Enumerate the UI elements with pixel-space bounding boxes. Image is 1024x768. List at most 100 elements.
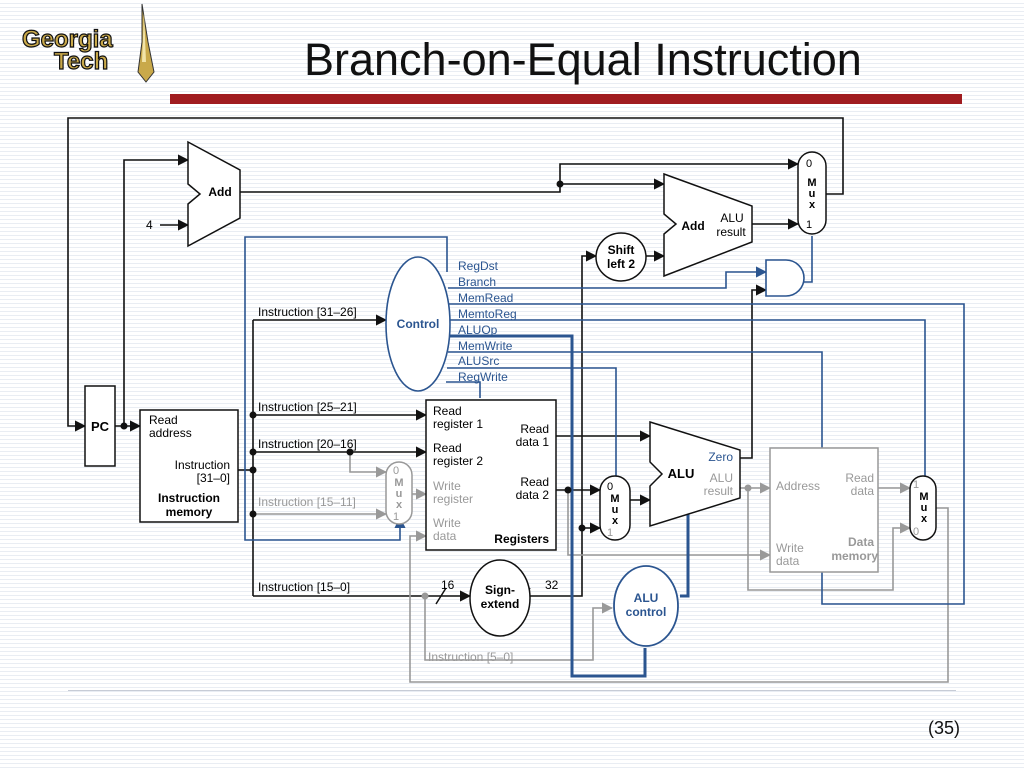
dmem-read: Read bbox=[845, 471, 874, 485]
footer-rule bbox=[68, 690, 956, 691]
regdst-mux-one: 1 bbox=[393, 511, 399, 523]
dmem-name-1: Data bbox=[848, 535, 874, 549]
shift-left-2: Shift left 2 bbox=[595, 232, 647, 282]
dmem-address: Address bbox=[776, 479, 820, 493]
memtoreg-mux-zero: 0 bbox=[913, 526, 919, 538]
imem-bits: [31–0] bbox=[197, 471, 230, 485]
alu-label: ALU bbox=[668, 466, 695, 481]
memtoreg-mux-letter: u bbox=[921, 502, 928, 514]
field-31-26: Instruction [31–26] bbox=[258, 305, 357, 319]
pc-mux-zero: 0 bbox=[806, 158, 812, 170]
and-gate bbox=[765, 259, 805, 297]
alusrc-mux-letter: M bbox=[610, 493, 619, 505]
field-15-11: Instruction [15–11] bbox=[258, 495, 356, 509]
signal-regdst: RegDst bbox=[458, 259, 499, 273]
aluop-wire bbox=[449, 334, 690, 678]
sign-extend-label-1: Sign- bbox=[485, 583, 515, 597]
field-25-21: Instruction [25–21] bbox=[258, 400, 357, 414]
program-counter: PC bbox=[84, 385, 116, 467]
alusrc-mux-one: 1 bbox=[607, 527, 613, 539]
inactive-wires bbox=[253, 452, 949, 683]
memtoreg-mux-one: 1 bbox=[913, 479, 919, 491]
alusrc-mux: 0 M u x 1 bbox=[599, 475, 631, 541]
branch-adder-alu: ALU bbox=[720, 211, 743, 225]
signal-branch: Branch bbox=[458, 275, 496, 289]
sign-extend: Sign- extend 16 32 bbox=[441, 559, 559, 637]
alu-zero-label: Zero bbox=[708, 450, 733, 464]
shift-label-2: left 2 bbox=[607, 257, 635, 271]
imem-name-1: Instruction bbox=[158, 491, 220, 505]
branch-adder-label: Add bbox=[681, 219, 704, 233]
shift-label-1: Shift bbox=[608, 243, 635, 257]
page-number: (35) bbox=[928, 718, 961, 738]
register-file: Read register 1 Read register 2 Write re… bbox=[425, 399, 557, 551]
control-signal-labels: RegDst Branch MemRead MemtoReg ALUOp Mem… bbox=[458, 259, 517, 384]
junction-dots bbox=[120, 180, 752, 600]
regdst-mux-letter: x bbox=[396, 499, 403, 511]
logo-line2: Tech bbox=[54, 48, 108, 75]
reg-read-data-1: data 1 bbox=[516, 435, 550, 449]
sign-extend-in-bits: 16 bbox=[441, 578, 455, 592]
reg-read-data-2: data 2 bbox=[516, 488, 550, 502]
alusrc-mux-zero: 0 bbox=[607, 481, 613, 493]
pc-adder-label: Add bbox=[208, 185, 231, 199]
data-memory: Address Read data Write data Data memory bbox=[769, 447, 879, 573]
imem-instruction: Instruction bbox=[175, 458, 230, 472]
alu-result-label: ALU bbox=[710, 471, 733, 485]
georgia-tech-logo: Georgia Tech bbox=[21, 3, 155, 83]
control-unit: Control bbox=[385, 256, 451, 392]
logo-line1: Georgia bbox=[22, 26, 113, 53]
reg-write-data: data bbox=[433, 529, 457, 543]
reg-write-register: register bbox=[433, 492, 473, 506]
reg-read-register-2: register 2 bbox=[433, 454, 483, 468]
signal-memtoreg: MemtoReg bbox=[458, 307, 517, 321]
alu-control: ALU control bbox=[613, 565, 679, 647]
pc-adder: Add bbox=[187, 140, 241, 248]
reg-read-register-1: register 1 bbox=[433, 417, 483, 431]
reg-write-register: Write bbox=[433, 479, 461, 493]
regdst-mux: 0 M u x 1 bbox=[385, 461, 413, 525]
branch-adder: Add ALU result bbox=[663, 172, 753, 278]
field-20-16: Instruction [20–16] bbox=[258, 437, 357, 451]
title-underline-bar bbox=[170, 94, 962, 104]
imem-read: Read bbox=[149, 413, 178, 427]
imem-name-2: memory bbox=[166, 505, 213, 519]
constant-four: 4 bbox=[146, 218, 153, 232]
alu-control-label-2: control bbox=[626, 605, 667, 619]
alusrc-mux-letter: u bbox=[612, 504, 619, 516]
sign-extend-out-bits: 32 bbox=[545, 578, 559, 592]
sign-extend-label-2: extend bbox=[481, 597, 520, 611]
branch-adder-result: result bbox=[716, 225, 746, 239]
reg-read-data-1: Read bbox=[520, 422, 549, 436]
pc-mux: 0 M u x 1 bbox=[797, 151, 827, 235]
instruction-field-labels: Instruction [31–26] Instruction [25–21] … bbox=[258, 305, 513, 664]
pc-mux-letter: M bbox=[807, 177, 816, 189]
regdst-mux-letter: u bbox=[396, 488, 403, 500]
dmem-data: data bbox=[851, 484, 875, 498]
pc-mux-one: 1 bbox=[806, 219, 812, 231]
reg-read-register-2: Read bbox=[433, 441, 462, 455]
pc-mux-letter: u bbox=[809, 188, 816, 200]
memtoreg-mux-letter: M bbox=[919, 491, 928, 503]
field-15-0: Instruction [15–0] bbox=[258, 580, 350, 594]
reg-write-data: Write bbox=[433, 516, 461, 530]
signal-memwrite: MemWrite bbox=[458, 339, 513, 353]
main-alu: ALU Zero ALU result bbox=[649, 420, 741, 528]
pc-label: PC bbox=[91, 419, 110, 434]
dmem-name-2: memory bbox=[831, 549, 878, 563]
reg-read-data-2: Read bbox=[520, 475, 549, 489]
field-5-0: Instruction [5–0] bbox=[428, 650, 513, 664]
alu-result-label: result bbox=[704, 484, 734, 498]
pc-mux-letter: x bbox=[809, 199, 816, 211]
regdst-mux-zero: 0 bbox=[393, 465, 399, 477]
instruction-memory: Read address Instruction [31–0] Instruct… bbox=[139, 409, 239, 523]
signal-memread: MemRead bbox=[458, 291, 513, 305]
alu-control-label-1: ALU bbox=[634, 591, 659, 605]
signal-regwrite: RegWrite bbox=[458, 370, 508, 384]
active-wires bbox=[67, 117, 844, 602]
registers-label: Registers bbox=[494, 532, 549, 546]
slide-title: Branch-on-Equal Instruction bbox=[304, 34, 862, 85]
signal-aluop: ALUOp bbox=[458, 323, 498, 337]
reg-read-register-1: Read bbox=[433, 404, 462, 418]
